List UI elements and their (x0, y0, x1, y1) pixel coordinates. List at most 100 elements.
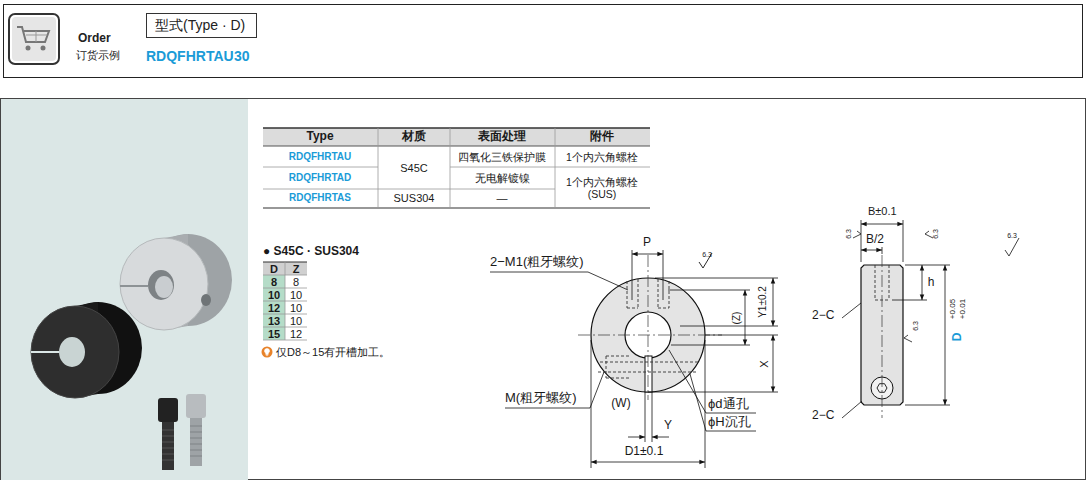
cart-icon-part (9, 14, 59, 64)
type-code: RDQFHRTAS (289, 192, 351, 204)
dimension-label: B/2 (866, 233, 884, 247)
product-photo (31, 234, 232, 470)
side-view-part (882, 255, 883, 418)
table-header: Type (306, 130, 333, 144)
roughness-value: 6.3 (702, 251, 712, 259)
front-dimensions-part (632, 254, 663, 255)
hole-callout: ϕd通孔 (708, 397, 749, 412)
type-table-grid-part (555, 128, 556, 208)
dimension-label: D1±0.1 (625, 445, 664, 459)
type-table-grid-part (263, 207, 650, 208)
tolerance-value: +0.05 (948, 299, 957, 319)
table-header: Z (293, 262, 300, 275)
table-header: 附件 (590, 130, 614, 144)
type-label: 型式(Type · D) (155, 17, 246, 34)
front-dimensions-part (591, 462, 705, 463)
note-icon (262, 347, 273, 358)
table-cell: — (497, 192, 508, 205)
table-cell: 13 (268, 314, 280, 327)
side-dimensions-part (945, 265, 946, 405)
product-photo-part (120, 285, 148, 287)
product-photo-part (162, 422, 174, 470)
dimension-label: (Z) (731, 312, 743, 325)
dimension-label: Y1±0.2 (757, 286, 769, 318)
front-view-part (645, 356, 652, 392)
table-cell: 12 (290, 327, 302, 340)
roughness-value: 6.3 (845, 229, 853, 239)
table-header: D (270, 262, 278, 275)
table-cell: 四氧化三铁保护膜 (458, 151, 546, 164)
product-photo-part (59, 337, 85, 367)
cart-icon-part (26, 46, 31, 51)
front-dimensions-part (773, 335, 774, 392)
type-table-grid-part (378, 128, 379, 208)
cart-icon-part (26, 31, 47, 42)
type-code: RDQFHRTAD (289, 172, 352, 184)
chamfer-callout: 2−C (812, 409, 834, 423)
type-table-grid-part (450, 167, 650, 168)
side-dimensions-part (853, 231, 933, 342)
thread-callout: M(粗牙螺纹) (505, 391, 577, 406)
table-cell: 8 (293, 275, 299, 288)
type-table-grid-part (263, 127, 650, 128)
side-dimensions-part (1005, 238, 1019, 256)
product-photo-part (190, 426, 202, 456)
order-size: 30 (234, 48, 250, 64)
side-dimensions-part (922, 265, 923, 300)
front-dimensions-part (773, 278, 774, 326)
front-dimensions-part (690, 374, 756, 431)
table-cell: 8 (271, 275, 277, 288)
cart-icon (9, 14, 59, 64)
material-heading: ● S45C · SUS304 (263, 245, 359, 259)
side-dimensions-part (861, 250, 882, 251)
table-cell: 1个内六角螺栓 (566, 151, 638, 163)
table-cell: 10 (290, 301, 302, 314)
type-code: RDQFHRTAU (289, 151, 352, 163)
order-bar: Order订货示例RDQFHRTAU30型式(Type · D) (3, 4, 1083, 78)
front-view (578, 255, 722, 400)
side-view (861, 255, 903, 418)
product-photo-part (31, 306, 119, 398)
order-heading: Order (78, 32, 111, 46)
table-header: 表面处理 (478, 130, 526, 144)
table-header: 材质 (402, 130, 426, 144)
front-dimensions-part (490, 272, 628, 290)
table-cell: 无电解镀镍 (475, 172, 530, 185)
chamfer-callout: 2−C (812, 309, 834, 323)
tolerance-value: +0.01 (958, 299, 967, 319)
front-dimensions-part (669, 350, 756, 413)
product-photo-part (186, 394, 206, 418)
dimension-label: B±0.1 (868, 205, 897, 218)
roughness-value: 6.3 (912, 321, 920, 331)
dz-table-grid (263, 262, 307, 340)
product-photo-part (31, 351, 59, 353)
order-code: RDQFHRTAU (146, 48, 234, 64)
type-table-grid-part (263, 167, 378, 168)
front-dimensions-part (505, 372, 604, 408)
front-dimensions-part (632, 250, 663, 300)
front-dimensions-part (705, 335, 778, 336)
table-cell: 10 (290, 288, 302, 301)
product-photo-part (162, 430, 174, 460)
type-table-grid-part (263, 189, 555, 190)
note-icon-part (262, 347, 273, 358)
side-dimensions-part (861, 220, 903, 262)
front-dimensions-part (648, 278, 778, 392)
side-dimensions-part (861, 224, 903, 225)
product-photo-part (190, 418, 202, 466)
hole-callout: ϕH沉孔 (708, 415, 751, 430)
dimension-label: P (643, 236, 651, 250)
dz-table-grid-part (263, 275, 285, 340)
product-photo-part (148, 270, 174, 300)
cart-icon-part (12, 17, 56, 61)
note-text: 仅D8～15有开槽加工。 (276, 346, 390, 359)
side-dimensions (842, 220, 1019, 418)
product-panel-part (1, 99, 1086, 480)
cart-icon-part (17, 27, 49, 42)
type-table-grid-part (263, 146, 650, 147)
front-dimensions-part (652, 437, 669, 438)
note-icon-part (265, 349, 270, 356)
front-dimensions-part (745, 290, 746, 345)
dz-table-grid-part (285, 262, 286, 340)
